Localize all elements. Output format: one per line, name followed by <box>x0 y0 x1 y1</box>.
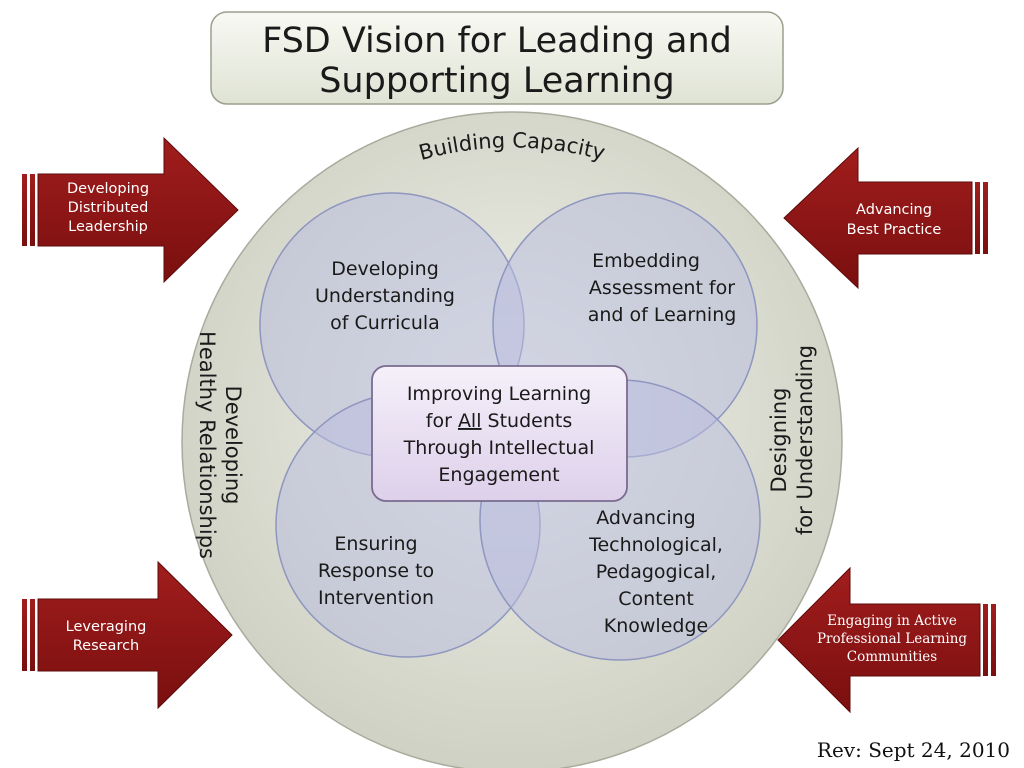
svg-text:Ensuring: Ensuring <box>334 533 417 555</box>
svg-text:Engaging in Active: Engaging in Active <box>827 613 957 629</box>
svg-text:Intervention: Intervention <box>318 587 434 609</box>
ring-label-left: Developing Healthy Relationships <box>195 331 245 559</box>
circle-label-bottom-left: Ensuring Response to Intervention <box>318 533 434 609</box>
svg-text:Content: Content <box>618 588 694 610</box>
svg-text:Response to: Response to <box>318 560 434 582</box>
svg-text:Advancing: Advancing <box>856 202 932 218</box>
revision-date: Rev: Sept 24, 2010 <box>816 738 1010 762</box>
arrow-top-left: Developing Distributed Leadership <box>22 136 239 284</box>
ring-label-left-line-2: Healthy Relationships <box>195 331 219 559</box>
ring-label-right: Designing for Understanding <box>767 345 817 535</box>
svg-text:Communities: Communities <box>847 649 937 665</box>
svg-text:Research: Research <box>73 638 140 654</box>
center-line-1: Improving Learning <box>407 383 591 405</box>
center-line-3: Through Intellectual <box>403 437 595 459</box>
svg-text:Leveraging: Leveraging <box>66 619 147 635</box>
arrow-top-right: Advancing Best Practice <box>783 146 988 290</box>
svg-text:Advancing: Advancing <box>596 507 695 529</box>
svg-text:Professional Learning: Professional Learning <box>817 631 967 647</box>
center-emphasis: All <box>458 410 482 432</box>
center-box: Improving Learning for All Students Thro… <box>371 365 628 502</box>
svg-text:and of Learning: and of Learning <box>588 304 737 326</box>
svg-text:Pedagogical,: Pedagogical, <box>596 561 717 583</box>
svg-text:Developing: Developing <box>331 258 439 280</box>
svg-text:Best Practice: Best Practice <box>847 222 942 238</box>
arrow-bottom-right: Engaging in Active Professional Learning… <box>777 566 996 714</box>
ring-label-left-line-1: Developing <box>221 386 245 505</box>
title-line-1: FSD Vision for Leading and <box>262 21 732 61</box>
title-line-2: Supporting Learning <box>319 61 675 101</box>
center-line-4: Engagement <box>438 464 559 486</box>
ring-label-right-line-1: Designing <box>767 388 791 493</box>
circle-label-bottom-right: Advancing Technological, Pedagogical, Co… <box>588 507 723 637</box>
arrow-bottom-left: Leveraging Research <box>22 560 233 710</box>
center-line-2: for All Students <box>426 410 572 432</box>
svg-text:Distributed: Distributed <box>68 200 149 216</box>
circle-label-top-right: Embedding Assessment for and of Learning <box>588 250 737 326</box>
ring-label-right-line-2: for Understanding <box>793 345 817 535</box>
svg-text:Assessment for: Assessment for <box>589 277 735 299</box>
svg-text:of Curricula: of Curricula <box>330 312 440 334</box>
svg-text:Knowledge: Knowledge <box>604 615 708 637</box>
svg-text:Understanding: Understanding <box>315 285 455 307</box>
svg-text:Developing: Developing <box>67 181 149 197</box>
svg-text:Technological,: Technological, <box>588 534 723 556</box>
svg-text:Leadership: Leadership <box>68 219 148 235</box>
svg-text:Embedding: Embedding <box>592 250 700 272</box>
circle-label-top-left: Developing Understanding of Curricula <box>315 258 455 334</box>
title-box: FSD Vision for Leading and Supporting Le… <box>210 11 784 105</box>
